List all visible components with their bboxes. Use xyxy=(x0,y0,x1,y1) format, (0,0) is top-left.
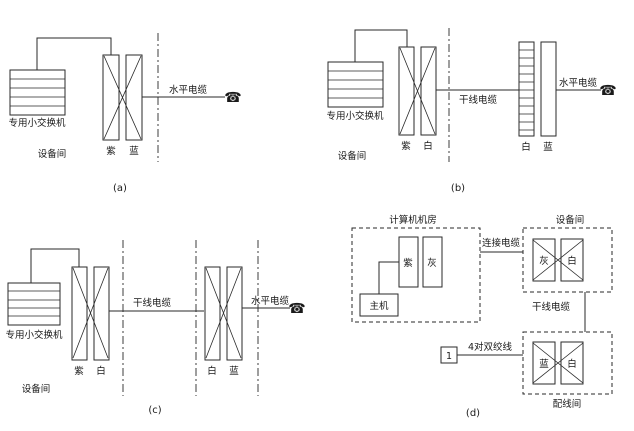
block-label: 紫 xyxy=(106,146,116,157)
connector-line xyxy=(30,248,80,283)
caption: (b) xyxy=(451,183,465,194)
diagram-c: 专用小交换机 设备间 紫 白 干线电缆 白 蓝 水平电缆 ☎ (c) xyxy=(5,240,306,416)
caption: (d) xyxy=(466,408,480,419)
horizontal-cable-label: 水平电缆 xyxy=(251,295,290,307)
twisted-pair-label: 4对双绞线 xyxy=(468,341,513,353)
block-label: 蓝 xyxy=(543,141,553,153)
punch-block xyxy=(540,41,557,137)
diagram-b: 专用小交换机 设备间 紫 白 干线电缆 白 蓝 水平电缆 ☎ (b) xyxy=(326,28,617,194)
pbx-shelf-lines xyxy=(8,290,60,317)
punch-block xyxy=(93,266,110,361)
punch-block xyxy=(71,266,88,361)
room-label: 设备间 xyxy=(338,150,367,162)
connector-line xyxy=(378,261,399,294)
diagram-a: 专用小交换机 设备间 紫 蓝 水平电缆 ☎ (a) xyxy=(8,33,242,194)
pbx-box xyxy=(9,69,66,116)
terminated-block xyxy=(518,41,535,137)
trunk-cable-label: 干线电缆 xyxy=(133,297,172,309)
terminal-1-label: 1 xyxy=(446,351,452,362)
punch-block xyxy=(532,238,556,282)
punch-block xyxy=(125,54,143,141)
horizontal-cable-label: 水平电缆 xyxy=(169,84,208,96)
pbx-label: 专用小交换机 xyxy=(326,110,384,122)
equipment-room-box xyxy=(522,227,613,293)
connector-line xyxy=(354,29,408,62)
wiring-room-box xyxy=(522,331,613,395)
host-label: 主机 xyxy=(369,300,389,312)
cross-connect-x xyxy=(205,267,242,359)
pbx-box xyxy=(327,61,384,108)
punch-block xyxy=(398,46,415,136)
punch-block xyxy=(420,46,437,136)
cross-connect-x xyxy=(399,47,436,135)
block-label: 紫 xyxy=(74,366,84,377)
punch-block xyxy=(560,341,584,385)
block-label: 蓝 xyxy=(129,145,139,157)
block-label: 白 xyxy=(96,365,106,377)
block-label: 白 xyxy=(423,140,433,152)
punch-block xyxy=(398,236,419,288)
cross-connect-x xyxy=(532,239,584,281)
block-hatch-lines xyxy=(519,49,534,131)
block-label: 紫 xyxy=(403,258,413,269)
pbx-label: 专用小交换机 xyxy=(8,117,66,129)
cross-connect-x xyxy=(72,267,109,359)
terminal-icon: ☎ xyxy=(599,83,616,99)
connect-cable-label: 连接电缆 xyxy=(482,237,521,249)
computer-room-label: 计算机机房 xyxy=(389,214,437,226)
pbx-shelf-lines xyxy=(328,70,383,99)
pbx-label: 专用小交换机 xyxy=(5,329,63,341)
room-label: 设备间 xyxy=(22,383,51,395)
block-label: 白 xyxy=(207,365,217,377)
cross-connect-x xyxy=(103,55,142,140)
cross-connect-x xyxy=(532,342,584,384)
caption: (a) xyxy=(113,183,127,194)
terminal-icon: ☎ xyxy=(288,301,305,317)
terminal-icon: ☎ xyxy=(224,90,241,106)
block-label: 白 xyxy=(567,358,577,370)
punch-block xyxy=(204,266,221,361)
connector-line xyxy=(36,37,112,70)
horizontal-cable-label: 水平电缆 xyxy=(559,77,598,89)
trunk-cable-label: 干线电缆 xyxy=(532,301,571,313)
punch-block xyxy=(560,238,584,282)
punch-block xyxy=(422,236,443,288)
wiring-room-label: 配线间 xyxy=(553,398,582,410)
block-label: 蓝 xyxy=(539,358,549,370)
block-label: 白 xyxy=(567,255,577,267)
block-label: 蓝 xyxy=(229,365,239,377)
punch-block xyxy=(226,266,243,361)
diagram-d: 计算机机房 主机 紫 灰 连接电缆 设备间 灰 白 干线电缆 蓝 白 配线间 1… xyxy=(351,214,613,419)
computer-room-box xyxy=(351,227,481,323)
trunk-cable-label: 干线电缆 xyxy=(459,94,498,106)
block-label: 紫 xyxy=(401,141,411,152)
block-label: 灰 xyxy=(427,257,437,269)
block-label: 白 xyxy=(521,141,531,153)
room-label: 设备间 xyxy=(38,148,67,160)
equipment-room-label: 设备间 xyxy=(556,214,585,226)
punch-block xyxy=(102,54,120,141)
pbx-shelf-lines xyxy=(10,78,65,107)
block-label: 灰 xyxy=(539,255,549,267)
punch-block xyxy=(532,341,556,385)
pbx-box xyxy=(7,282,61,326)
caption: (c) xyxy=(148,405,161,416)
